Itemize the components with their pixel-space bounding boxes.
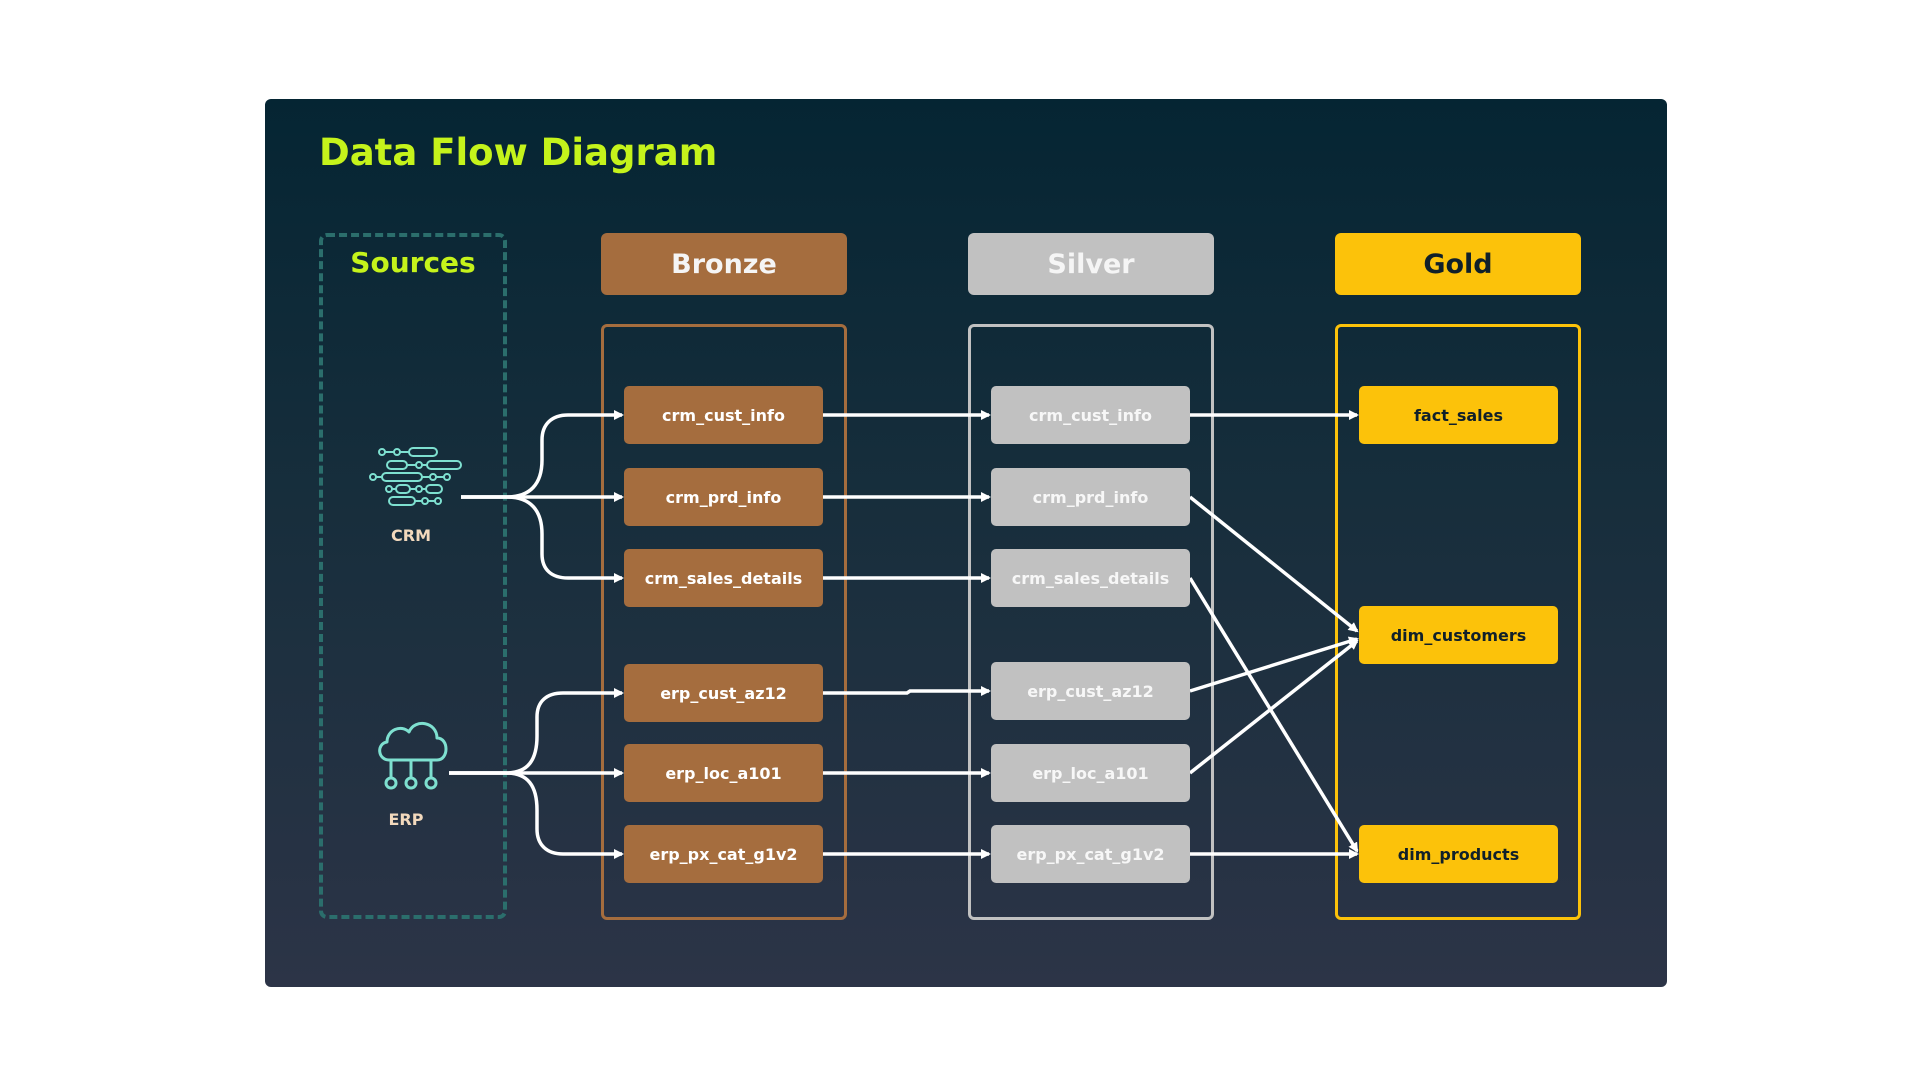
bronze-table-erp-cust-az12: erp_cust_az12 bbox=[624, 664, 823, 722]
bronze-layer-container bbox=[601, 324, 847, 920]
gold-table-dim-customers: dim_customers bbox=[1359, 606, 1558, 664]
silver-table-crm-prd-info: crm_prd_info bbox=[991, 468, 1190, 526]
cloud-network-icon bbox=[378, 722, 448, 790]
sources-label: Sources bbox=[350, 246, 476, 279]
bronze-table-erp-px-cat-g1v2: erp_px_cat_g1v2 bbox=[624, 825, 823, 883]
bronze-table-crm-prd-info: crm_prd_info bbox=[624, 468, 823, 526]
bronze-layer-header: Bronze bbox=[601, 233, 847, 295]
diagram-title: Data Flow Diagram bbox=[319, 131, 718, 174]
bronze-table-crm-cust-info: crm_cust_info bbox=[624, 386, 823, 444]
silver-table-erp-px-cat-g1v2: erp_px_cat_g1v2 bbox=[991, 825, 1190, 883]
silver-table-erp-cust-az12: erp_cust_az12 bbox=[991, 662, 1190, 720]
gold-table-dim-products: dim_products bbox=[1359, 825, 1558, 883]
silver-layer-header: Silver bbox=[968, 233, 1214, 295]
source-label-crm: CRM bbox=[391, 526, 431, 545]
silver-table-erp-loc-a101: erp_loc_a101 bbox=[991, 744, 1190, 802]
network-nodes-icon bbox=[369, 447, 462, 506]
source-label-erp: ERP bbox=[388, 810, 424, 829]
gold-table-fact-sales: fact_sales bbox=[1359, 386, 1558, 444]
bronze-table-crm-sales-details: crm_sales_details bbox=[624, 549, 823, 607]
silver-table-crm-cust-info: crm_cust_info bbox=[991, 386, 1190, 444]
gold-layer-header: Gold bbox=[1335, 233, 1581, 295]
silver-table-crm-sales-details: crm_sales_details bbox=[991, 549, 1190, 607]
bronze-table-erp-loc-a101: erp_loc_a101 bbox=[624, 744, 823, 802]
